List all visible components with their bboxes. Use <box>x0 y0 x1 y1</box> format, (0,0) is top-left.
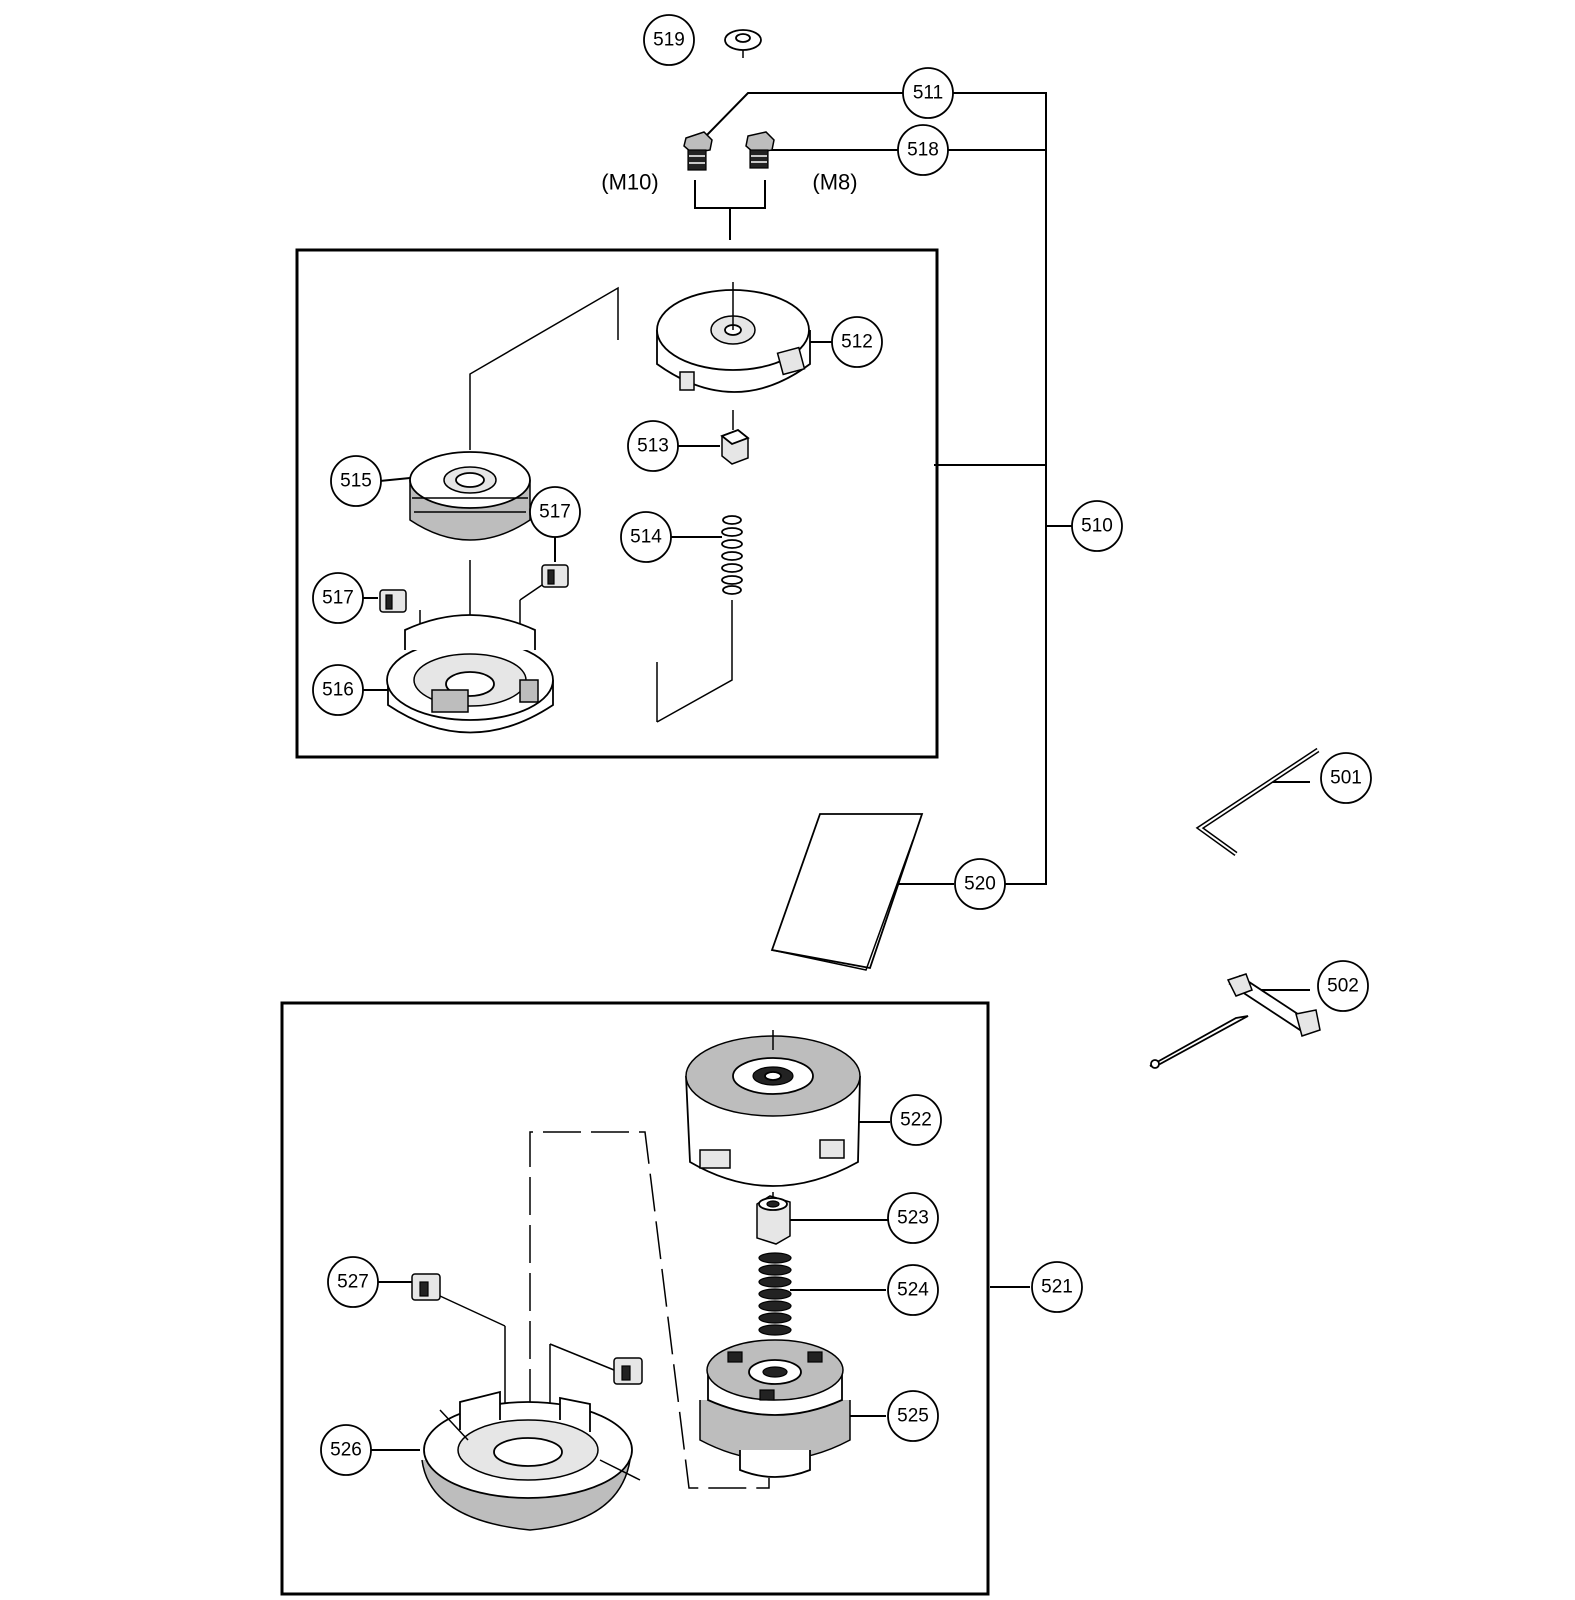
cap-522-part <box>685 1030 861 1198</box>
callout-517-left-label: 517 <box>322 588 354 609</box>
callout-501[interactable]: 501 <box>1320 752 1372 804</box>
housing-526-part <box>421 1390 641 1531</box>
assembly-510-box <box>295 248 939 759</box>
callout-513[interactable]: 513 <box>627 420 679 472</box>
callout-501-label: 501 <box>1330 768 1362 789</box>
callout-517-right-label: 517 <box>539 502 571 523</box>
callout-519[interactable]: 519 <box>643 14 695 66</box>
bolt-size-m10: (M10) <box>601 170 658 195</box>
plug-wrench-502-part <box>1149 973 1321 1069</box>
callout-523-label: 523 <box>897 1208 929 1229</box>
housing-516-part <box>386 614 554 734</box>
callout-527[interactable]: 527 <box>327 1256 379 1308</box>
spring-514-part <box>656 515 743 723</box>
callout-510-label: 510 <box>1081 516 1113 537</box>
bolt-511-part <box>683 131 713 171</box>
callout-513-label: 513 <box>637 436 669 457</box>
alignment-line-515 <box>469 286 619 450</box>
callout-515[interactable]: 515 <box>330 455 382 507</box>
spool-525-part <box>699 1339 851 1478</box>
alignment-line-526 <box>529 1131 770 1489</box>
bolt-518-part <box>745 131 775 169</box>
callout-511-label: 511 <box>913 83 943 104</box>
callout-511[interactable]: 511 <box>902 67 954 119</box>
callout-512-label: 512 <box>841 332 873 353</box>
callout-517-right[interactable]: 517 <box>529 486 581 538</box>
callout-526-label: 526 <box>330 1440 362 1461</box>
callout-502-label: 502 <box>1327 976 1359 997</box>
callout-526[interactable]: 526 <box>320 1424 372 1476</box>
callout-520-label: 520 <box>964 874 996 895</box>
callout-522[interactable]: 522 <box>890 1094 942 1146</box>
nut-513-part <box>720 428 750 465</box>
callout-512[interactable]: 512 <box>831 316 883 368</box>
callout-514[interactable]: 514 <box>620 511 672 563</box>
callout-502[interactable]: 502 <box>1317 960 1369 1012</box>
leader-lines <box>363 92 1310 1451</box>
callout-527-label: 527 <box>337 1272 369 1293</box>
cover-512-part <box>656 282 811 430</box>
callout-521-label: 521 <box>1041 1277 1073 1298</box>
callout-521[interactable]: 521 <box>1031 1261 1083 1313</box>
spring-524-part <box>758 1252 792 1336</box>
callout-522-label: 522 <box>900 1110 932 1131</box>
nut-523-part <box>756 1195 791 1245</box>
hex-key-501-part <box>1195 747 1320 857</box>
callout-524-label: 524 <box>897 1280 929 1301</box>
callout-520[interactable]: 520 <box>954 858 1006 910</box>
assembly-521-box <box>280 1001 990 1596</box>
callout-525-label: 525 <box>897 1406 929 1427</box>
callout-518[interactable]: 518 <box>897 124 949 176</box>
spool-515-part <box>409 451 531 640</box>
callout-525[interactable]: 525 <box>887 1390 939 1442</box>
callout-524[interactable]: 524 <box>887 1264 939 1316</box>
manual-520-part <box>770 813 924 971</box>
callout-519-label: 519 <box>653 30 685 51</box>
callout-523[interactable]: 523 <box>887 1192 939 1244</box>
callout-516-label: 516 <box>322 680 354 701</box>
washer-519-part <box>724 29 762 58</box>
bolt-size-m8: (M8) <box>812 170 857 195</box>
callout-518-label: 518 <box>907 140 939 161</box>
callout-515-label: 515 <box>340 471 372 492</box>
callout-514-label: 514 <box>630 527 662 548</box>
callout-516[interactable]: 516 <box>312 664 364 716</box>
callout-517-left[interactable]: 517 <box>312 572 364 624</box>
callout-510[interactable]: 510 <box>1071 500 1123 552</box>
